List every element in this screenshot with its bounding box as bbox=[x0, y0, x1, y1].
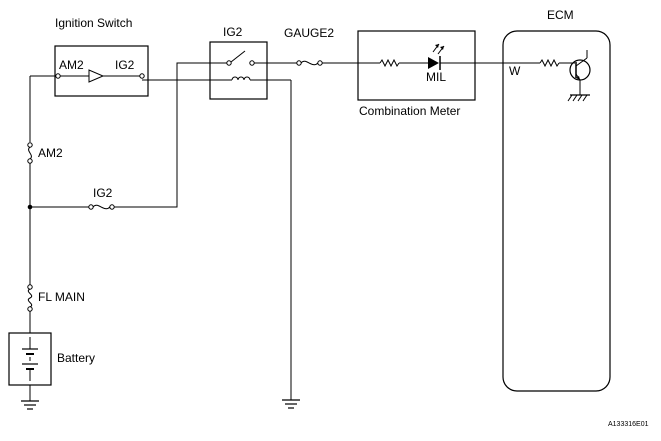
battery-label: Battery bbox=[57, 351, 95, 365]
battery-cell-icon bbox=[22, 337, 38, 381]
am2-fuse-icon bbox=[27, 142, 33, 164]
relay-coil-icon bbox=[142, 76, 291, 81]
ig2-relay-label: IG2 bbox=[223, 25, 243, 39]
battery-ground-icon bbox=[21, 400, 39, 410]
am2-terminal-label: AM2 bbox=[59, 58, 84, 72]
fl-main-label: FL MAIN bbox=[38, 290, 85, 304]
ecm-ground-icon bbox=[567, 94, 590, 102]
ignition-switch-label: Ignition Switch bbox=[55, 16, 132, 30]
ignition-switch-contact-icon bbox=[55, 69, 145, 83]
am2-fuse-label: AM2 bbox=[38, 146, 63, 160]
wire-ig2-to-relay-switch bbox=[114, 62, 212, 208]
ecm-label: ECM bbox=[547, 8, 574, 22]
ig2-relay-box bbox=[209, 41, 268, 100]
ig2-terminal-label: IG2 bbox=[115, 58, 135, 72]
mil-led-icon bbox=[428, 43, 475, 70]
figure-id: A133316E01 bbox=[608, 421, 649, 428]
relay-ground-icon bbox=[282, 399, 300, 409]
combination-meter-label: Combination Meter bbox=[359, 104, 460, 118]
gauge2-fuse-icon bbox=[296, 60, 323, 66]
relay-switch-icon bbox=[212, 50, 266, 66]
resistor-icon bbox=[358, 58, 428, 68]
ignition-switch-box bbox=[54, 45, 149, 97]
fl-main-fuse-icon bbox=[27, 284, 33, 312]
ig2-fuse-label: IG2 bbox=[93, 186, 113, 200]
mil-label: MIL bbox=[426, 70, 446, 84]
ecm-box bbox=[502, 30, 611, 392]
ig2-fuse-icon bbox=[88, 204, 115, 210]
combination-meter-box bbox=[357, 30, 476, 101]
gauge2-fuse-label: GAUGE2 bbox=[284, 26, 334, 40]
ecm-transistor-icon bbox=[569, 50, 591, 95]
w-terminal-label: W bbox=[509, 64, 521, 78]
